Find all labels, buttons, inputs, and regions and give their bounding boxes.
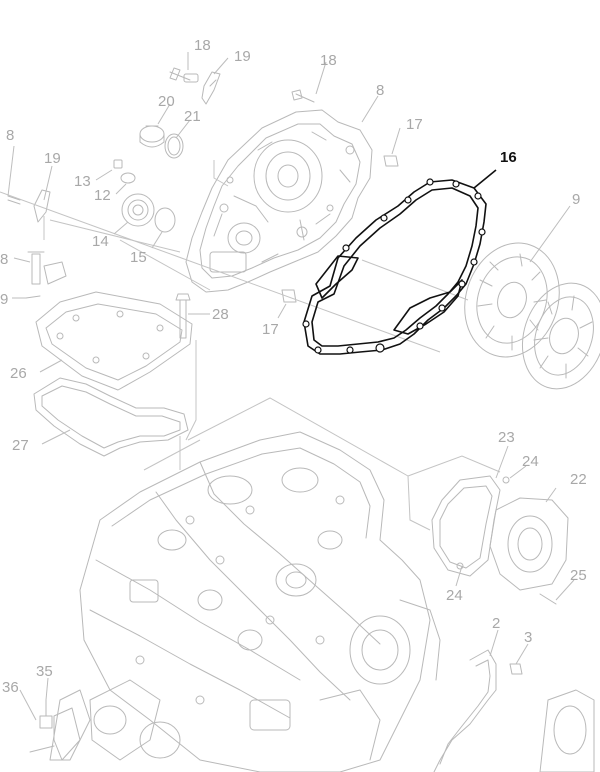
- label-8-cut[interactable]: 8: [0, 251, 8, 268]
- label-19-left[interactable]: 19: [44, 150, 61, 167]
- label-35[interactable]: 35: [36, 663, 53, 680]
- label-3[interactable]: 3: [524, 629, 532, 646]
- oil-pan-gasket-drawing: [33, 377, 189, 457]
- label-19-top[interactable]: 19: [234, 48, 251, 65]
- label-18-top[interactable]: 18: [194, 37, 211, 54]
- crankcase-cover-drawing: [185, 109, 373, 293]
- clutch-plate-drawing: [464, 242, 600, 390]
- label-24-lower[interactable]: 24: [446, 587, 463, 604]
- label-20[interactable]: 20: [158, 93, 175, 110]
- label-25[interactable]: 25: [570, 567, 587, 584]
- label-15[interactable]: 15: [130, 249, 147, 266]
- label-26[interactable]: 26: [10, 365, 27, 382]
- label-18-right[interactable]: 18: [320, 52, 337, 69]
- leader-lines: [7, 52, 575, 721]
- label-8-left[interactable]: 8: [6, 127, 14, 144]
- label-28[interactable]: 28: [212, 306, 229, 323]
- label-12[interactable]: 12: [94, 187, 111, 204]
- label-23[interactable]: 23: [498, 429, 515, 446]
- label-24-upper[interactable]: 24: [522, 453, 539, 470]
- label-9-cut[interactable]: 9: [0, 291, 8, 308]
- label-14[interactable]: 14: [92, 233, 109, 250]
- label-2[interactable]: 2: [492, 615, 500, 632]
- label-16-highlighted[interactable]: 16: [500, 149, 517, 166]
- label-8-top[interactable]: 8: [376, 82, 384, 99]
- label-27[interactable]: 27: [12, 437, 29, 454]
- label-36[interactable]: 36: [2, 679, 19, 696]
- bottom-left-parts-drawing: [29, 699, 81, 761]
- part-labels: 18 19 18 8 20 21 17 16 8 19 13 12 9 14 1…: [0, 37, 587, 696]
- generator-cover-drawing: [431, 475, 569, 605]
- label-22[interactable]: 22: [570, 471, 587, 488]
- highlighted-gasket-16: [302, 169, 497, 355]
- label-17-bottom[interactable]: 17: [262, 321, 279, 338]
- bottom-right-gasket-drawing: [433, 649, 595, 772]
- label-9[interactable]: 9: [572, 191, 580, 208]
- label-17-top[interactable]: 17: [406, 116, 423, 133]
- oil-pan-cover-drawing: [35, 291, 193, 391]
- small-parts-upper-left: [7, 67, 399, 339]
- guide-lines: [0, 160, 501, 531]
- engine-block-drawing: [49, 431, 441, 772]
- label-21[interactable]: 21: [184, 108, 201, 125]
- label-13[interactable]: 13: [74, 173, 91, 190]
